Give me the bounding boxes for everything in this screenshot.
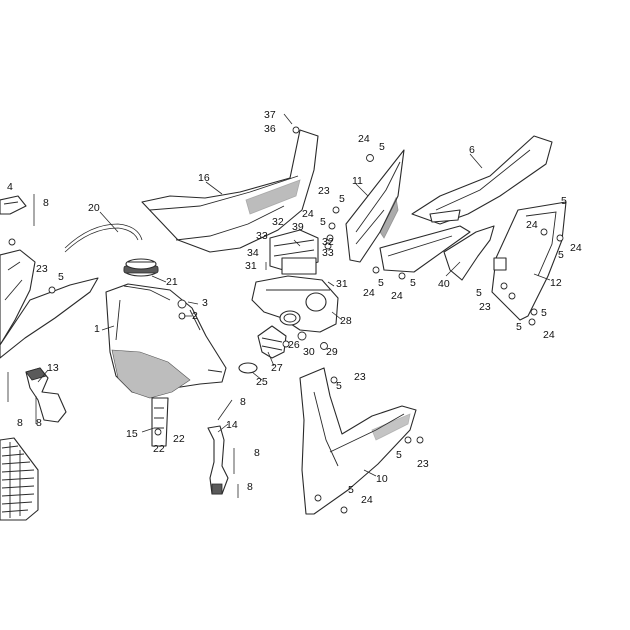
callout-23: 23 xyxy=(318,185,330,197)
radiator-grille xyxy=(0,437,39,521)
fuel-tap-15 xyxy=(151,397,169,447)
callout-5: 5 xyxy=(336,380,342,392)
left-radiator-shroud xyxy=(0,249,99,359)
callout-4: 4 xyxy=(7,181,13,193)
callout-32: 32 xyxy=(322,236,334,248)
callout-23: 23 xyxy=(354,371,366,383)
callout-22: 22 xyxy=(173,433,185,445)
callout-11: 11 xyxy=(352,175,363,187)
callout-23: 23 xyxy=(417,458,429,470)
callout-24: 24 xyxy=(526,219,538,231)
callout-26: 26 xyxy=(288,339,300,351)
callout-28: 28 xyxy=(340,315,352,327)
callout-30: 30 xyxy=(303,346,315,358)
callout-5: 5 xyxy=(516,321,522,333)
callout-labels: 37 36 16 24 5 6 4 8 20 11 23 5 24 5 32 3… xyxy=(7,109,582,506)
callout-3: 3 xyxy=(202,297,208,309)
callout-34: 34 xyxy=(247,247,259,259)
callout-5: 5 xyxy=(378,277,384,289)
callout-24: 24 xyxy=(302,208,314,220)
callout-27: 27 xyxy=(271,362,283,374)
callout-2: 2 xyxy=(192,310,198,322)
callout-32: 32 xyxy=(272,216,284,228)
callout-5: 5 xyxy=(379,141,385,153)
side-number-plate-12 xyxy=(491,201,567,321)
left-support-13 xyxy=(7,367,67,423)
callout-14: 14 xyxy=(226,419,238,431)
seat xyxy=(141,113,319,253)
small-fittings xyxy=(265,234,335,350)
intake-boot-27 xyxy=(238,325,287,374)
callout-24: 24 xyxy=(391,290,403,302)
callout-12: 12 xyxy=(550,277,562,289)
callout-5: 5 xyxy=(58,271,64,283)
callout-16: 16 xyxy=(198,172,210,184)
left-small-part xyxy=(8,238,16,246)
fuel-hose-14 xyxy=(207,399,233,495)
callout-8: 8 xyxy=(36,417,42,429)
callout-24: 24 xyxy=(570,242,582,254)
vent-hose-20 xyxy=(64,223,143,253)
callout-6: 6 xyxy=(469,144,475,156)
side-panel-11 xyxy=(345,149,405,263)
callout-37: 37 xyxy=(264,109,276,121)
callout-21: 21 xyxy=(166,276,178,288)
callout-8: 8 xyxy=(43,197,49,209)
callout-25: 25 xyxy=(256,376,268,388)
callout-23: 23 xyxy=(36,263,48,275)
callout-5: 5 xyxy=(558,249,564,261)
fender-bracket-40 xyxy=(379,225,495,281)
left-bracket-4 xyxy=(0,195,27,215)
callout-31: 31 xyxy=(245,260,257,272)
callout-5: 5 xyxy=(476,287,482,299)
shroud-10 xyxy=(299,367,417,515)
fuel-tank xyxy=(105,283,227,399)
callout-24: 24 xyxy=(543,329,555,341)
callout-13: 13 xyxy=(47,362,59,374)
callout-29: 29 xyxy=(326,346,338,358)
callout-8: 8 xyxy=(17,417,23,429)
callout-24: 24 xyxy=(363,287,375,299)
callout-5: 5 xyxy=(541,307,547,319)
callout-1: 1 xyxy=(94,323,100,335)
airbox-28 xyxy=(251,275,339,333)
rear-fender-6 xyxy=(411,135,553,225)
callout-39: 39 xyxy=(292,221,304,233)
callout-5: 5 xyxy=(561,195,567,207)
callout-8: 8 xyxy=(240,396,246,408)
leader-lines xyxy=(37,153,551,477)
callout-20: 20 xyxy=(88,202,100,214)
air-filter-cover-39 xyxy=(269,229,319,275)
callout-36: 36 xyxy=(264,123,276,135)
callout-24: 24 xyxy=(358,133,370,145)
callout-40: 40 xyxy=(438,278,450,290)
callout-10: 10 xyxy=(376,473,388,485)
callout-22: 22 xyxy=(153,443,165,455)
callout-31: 31 xyxy=(336,278,348,290)
callout-8: 8 xyxy=(254,447,260,459)
callout-5: 5 xyxy=(396,449,402,461)
callout-24: 24 xyxy=(361,494,373,506)
fuel-cap-21 xyxy=(123,258,159,277)
callout-5: 5 xyxy=(348,484,354,496)
callout-5: 5 xyxy=(339,193,345,205)
callout-33: 33 xyxy=(256,230,268,242)
callout-5: 5 xyxy=(320,216,326,228)
callout-23: 23 xyxy=(479,301,491,313)
bolts xyxy=(33,154,564,514)
callout-5: 5 xyxy=(410,277,416,289)
callout-8: 8 xyxy=(247,481,253,493)
callout-15: 15 xyxy=(126,428,138,440)
callout-33: 33 xyxy=(322,247,334,259)
